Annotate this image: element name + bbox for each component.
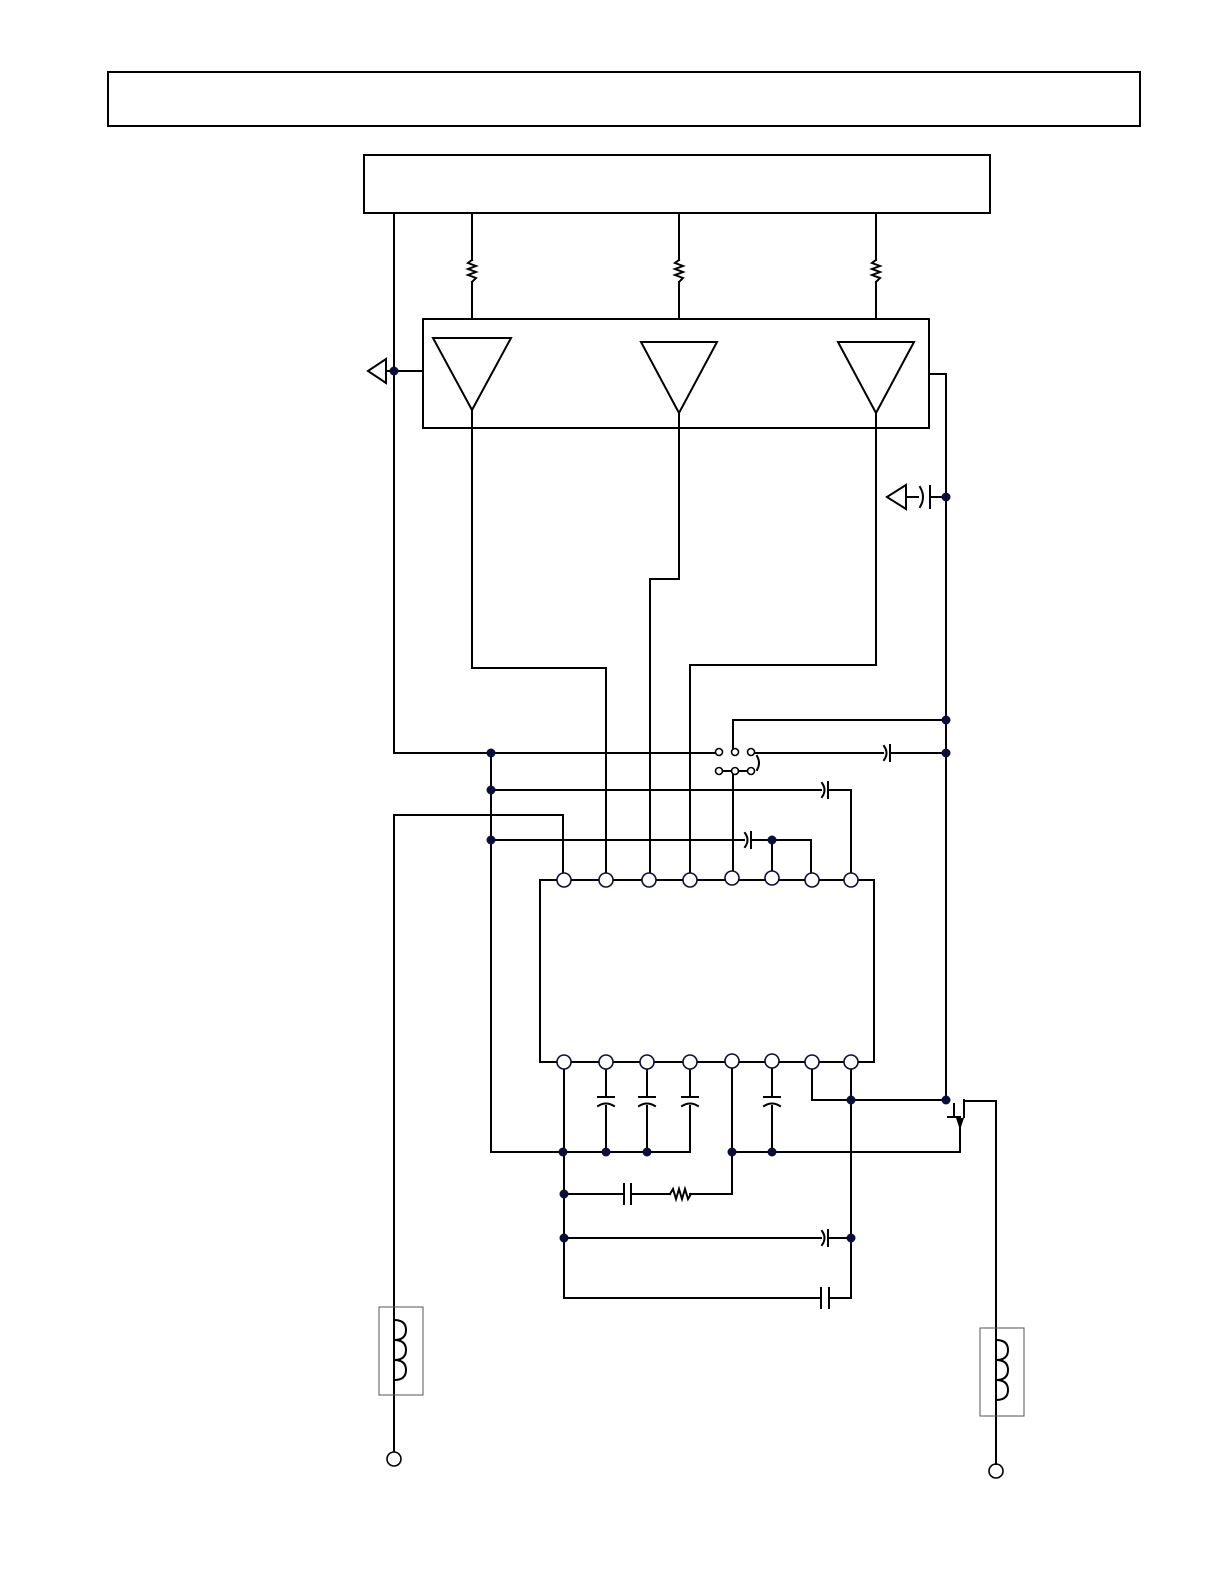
ic-pin [724, 870, 740, 886]
resistor-icon [465, 258, 479, 284]
ic-pin [641, 872, 657, 888]
ic-pin [598, 872, 614, 888]
buffer-output-wires [471, 409, 877, 881]
ground-icon [366, 357, 387, 385]
buffer-amp-icon [836, 341, 916, 416]
buffer-amp-icon [639, 341, 719, 416]
ic-pin [556, 872, 572, 888]
capacitor-icon [680, 1096, 700, 1108]
ic-pin [682, 872, 698, 888]
junction-nodes [389, 366, 951, 1243]
input-resistor-wires [471, 212, 877, 343]
ic-pin [843, 1054, 859, 1070]
ic-bottom-pins [556, 1053, 859, 1070]
ic-top-pins [556, 870, 859, 888]
capacitor-icon [762, 1096, 782, 1108]
resistor-icon [668, 1185, 693, 1203]
capacitor-icon [596, 1096, 616, 1108]
controller-block [363, 154, 991, 214]
ic-pin [724, 1053, 740, 1069]
title-block [107, 71, 1141, 127]
mosfet-icon [947, 1099, 997, 1153]
ic-chip [539, 879, 875, 1063]
capacitor-icon [623, 1183, 632, 1205]
ic-pin [804, 1054, 820, 1070]
inductor-icon [979, 1327, 1025, 1417]
ic-pin [639, 1054, 655, 1070]
jumper-icon[interactable] [714, 747, 760, 776]
ic-pin [682, 1054, 698, 1070]
resistor-icon [672, 258, 686, 284]
ic-pin [764, 870, 780, 886]
capacitor-icon [637, 1096, 657, 1108]
capacitor-icon [820, 1287, 830, 1309]
ic-pin [843, 872, 859, 888]
resistor-icon [869, 258, 883, 284]
ic-pin [764, 1053, 780, 1069]
terminal-icon[interactable] [386, 1451, 402, 1467]
ic-pin [556, 1054, 572, 1070]
capacitor-icon [905, 485, 947, 509]
ic-pin [804, 872, 820, 888]
terminal-icon[interactable] [988, 1463, 1004, 1479]
ic-pin [598, 1054, 614, 1070]
ground-icon [885, 483, 907, 511]
inductor-icon [378, 1306, 424, 1396]
buffer-amp-icon [431, 337, 513, 413]
